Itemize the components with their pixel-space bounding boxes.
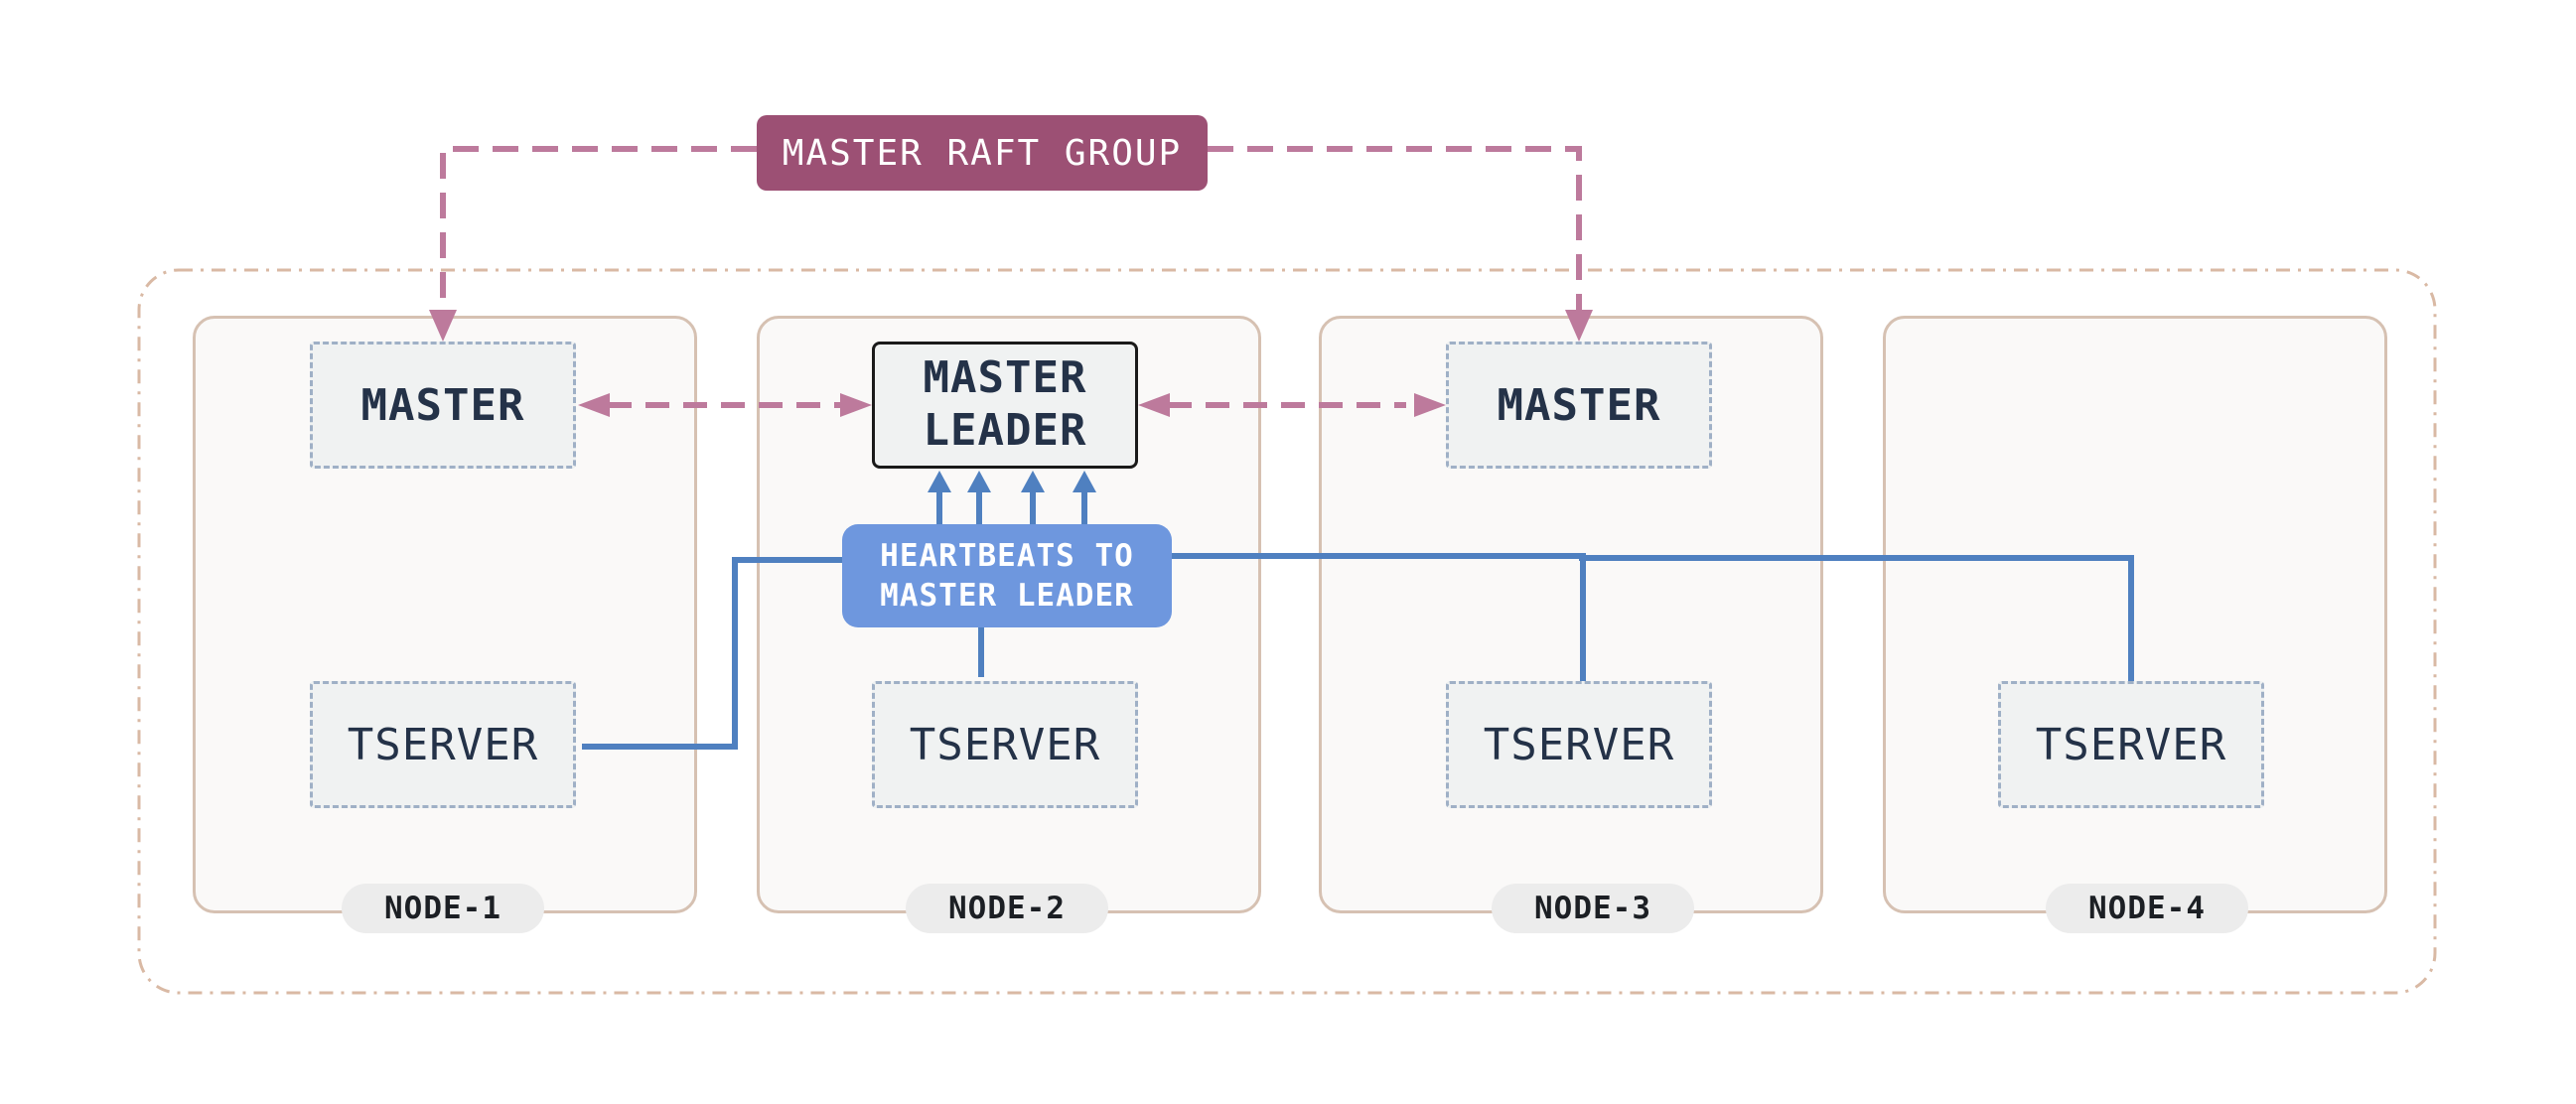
heartbeats-label: HEARTBEATS TO MASTER LEADER — [842, 524, 1172, 627]
raft-arrow-left — [429, 310, 457, 342]
cluster-border — [137, 268, 2437, 995]
raft-line-left — [440, 146, 757, 316]
master-raft-group-label: MASTER RAFT GROUP — [757, 115, 1208, 191]
peer-arrow-right-a — [1138, 393, 1170, 417]
hb-line-node4 — [1579, 555, 2134, 683]
node-3-label: NODE-3 — [1492, 884, 1694, 933]
peer-arrow-right-b — [1414, 393, 1446, 417]
hb-arrow-4 — [1073, 471, 1096, 492]
hb-arrow-3 — [1021, 471, 1045, 492]
node-2-tserver-box: TSERVER — [872, 681, 1138, 808]
raft-line-right — [1208, 146, 1582, 316]
master-leader-box: MASTER LEADER — [872, 342, 1138, 469]
node-1-tserver-box: TSERVER — [310, 681, 576, 808]
node-2-label: NODE-2 — [906, 884, 1108, 933]
hb-line-node3 — [1172, 553, 1586, 683]
node-4-label: NODE-4 — [2046, 884, 2248, 933]
heartbeat-lines — [582, 486, 2134, 750]
node-1-label: NODE-1 — [342, 884, 544, 933]
hb-arrow-2 — [967, 471, 991, 492]
node-3-master-box: MASTER — [1446, 342, 1712, 469]
node-3-tserver-box: TSERVER — [1446, 681, 1712, 808]
node-1-master-box: MASTER — [310, 342, 576, 469]
hb-line-node1 — [582, 557, 842, 750]
peer-arrow-left-a — [578, 393, 610, 417]
raft-arrow-right — [1565, 310, 1593, 342]
hb-arrow-1 — [928, 471, 951, 492]
peer-arrow-left-b — [840, 393, 872, 417]
node-4-panel — [1883, 316, 2387, 913]
node-4-tserver-box: TSERVER — [1998, 681, 2264, 808]
raft-lines — [440, 146, 1582, 316]
